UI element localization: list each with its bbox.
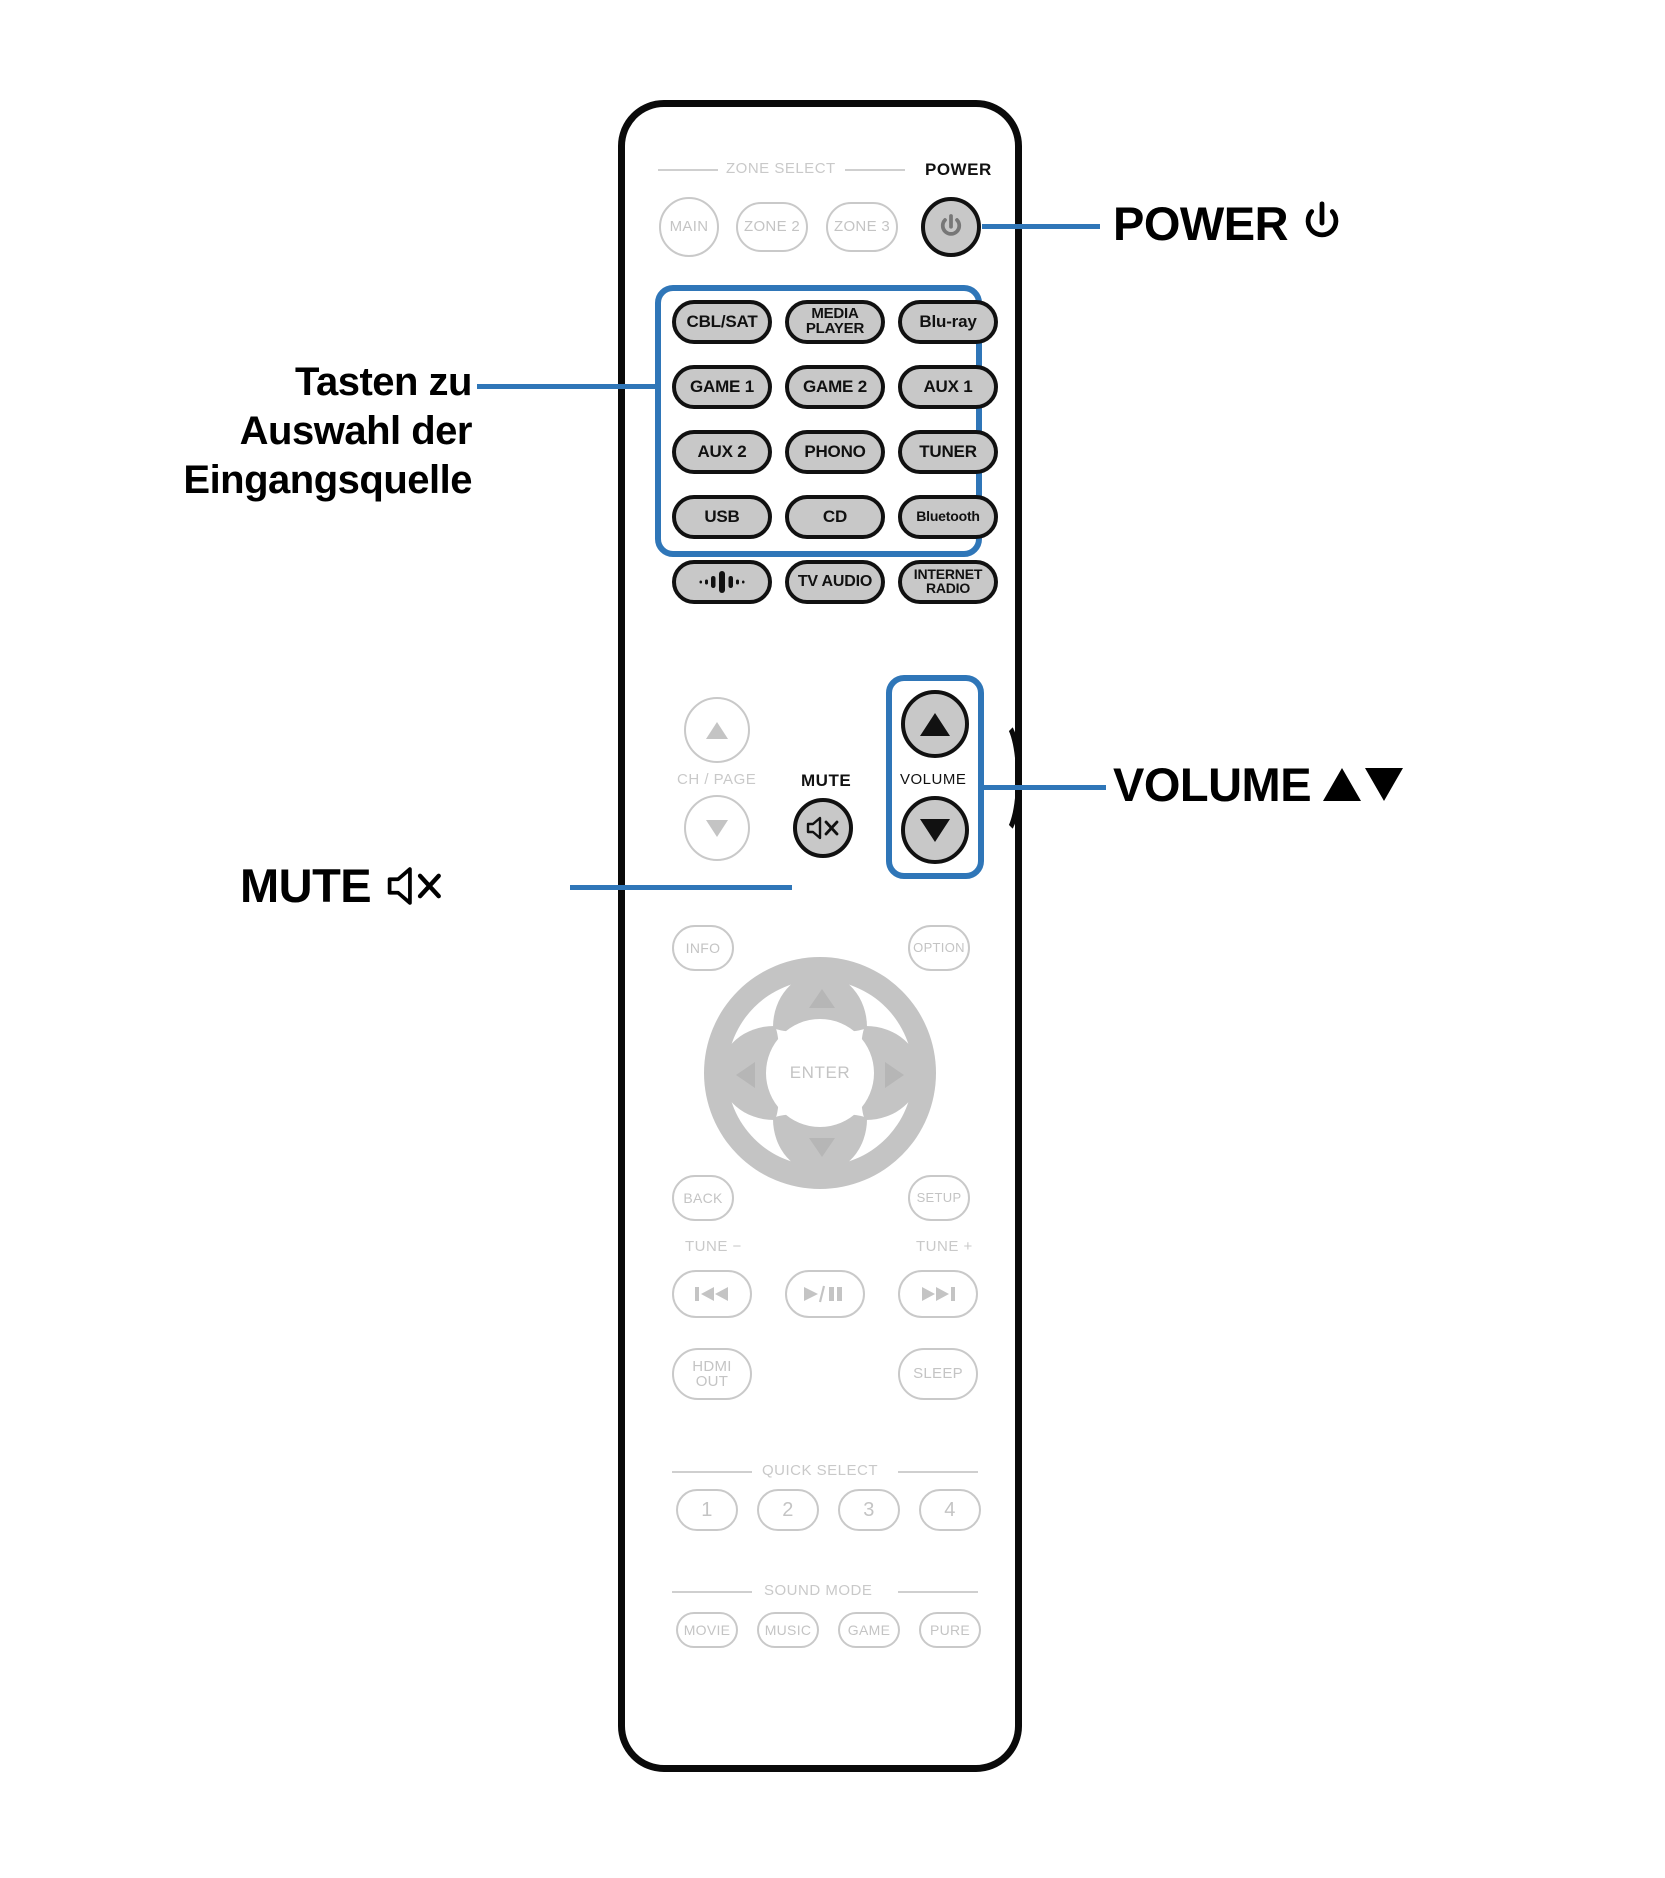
- source-button-internet-radio[interactable]: INTERNET RADIO: [898, 560, 998, 604]
- volume-callout-text: VOLUME: [1113, 758, 1312, 811]
- back-button[interactable]: BACK: [672, 1175, 734, 1221]
- quick-select-rule-right: [898, 1471, 978, 1473]
- cursor-right-icon: [885, 1062, 904, 1088]
- triangle-down-icon: [1365, 768, 1404, 801]
- source-select-callout-line: [477, 384, 657, 389]
- volume-callout-label: VOLUME: [1113, 757, 1404, 812]
- source-button-heos[interactable]: [672, 560, 772, 604]
- power-button[interactable]: [921, 197, 981, 257]
- navigation-dpad[interactable]: ENTER: [704, 957, 936, 1189]
- power-callout-text: POWER: [1113, 197, 1289, 250]
- source-button-media-player[interactable]: MEDIA PLAYER: [785, 300, 885, 344]
- skip-next-icon: [922, 1287, 955, 1301]
- volume-highlight-box: [886, 675, 984, 879]
- remote-body-bulge: [1008, 718, 1034, 838]
- skip-previous-button[interactable]: [672, 1270, 752, 1318]
- source-button-cbl-sat[interactable]: CBL/SAT: [672, 300, 772, 344]
- play-pause-button[interactable]: [785, 1270, 865, 1318]
- zone-button-2[interactable]: ZONE 2: [736, 202, 808, 252]
- ch-page-down-button[interactable]: [684, 795, 750, 861]
- tune-minus-label: TUNE −: [685, 1238, 742, 1255]
- volume-down-button[interactable]: [901, 796, 969, 864]
- triangle-down-icon: [706, 819, 728, 837]
- sound-mode-rule-right: [898, 1591, 978, 1593]
- skip-next-button[interactable]: [898, 1270, 978, 1318]
- source-button-aux-2[interactable]: AUX 2: [672, 430, 772, 474]
- source-button-aux-1[interactable]: AUX 1: [898, 365, 998, 409]
- mute-icon: [806, 816, 839, 840]
- ch-page-label: CH / PAGE: [677, 771, 757, 788]
- sound-mode-rule-left: [672, 1591, 752, 1593]
- power-callout-label: POWER: [1113, 196, 1344, 251]
- sound-mode-label: SOUND MODE: [764, 1582, 873, 1599]
- info-button[interactable]: INFO: [672, 925, 734, 971]
- setup-button[interactable]: SETUP: [908, 1175, 970, 1221]
- skip-previous-icon: [695, 1287, 728, 1301]
- mute-button[interactable]: [793, 798, 853, 858]
- triangle-up-icon: [1323, 768, 1362, 801]
- source-button-tv-audio[interactable]: TV AUDIO: [785, 560, 885, 604]
- source-button-game-2[interactable]: GAME 2: [785, 365, 885, 409]
- power-icon: [1305, 200, 1339, 237]
- source-button-tuner[interactable]: TUNER: [898, 430, 998, 474]
- hdmi-out-button[interactable]: HDMI OUT: [672, 1348, 752, 1400]
- power-icon: [940, 214, 962, 236]
- mute-callout-text: MUTE: [240, 859, 372, 912]
- quick-select-button-3[interactable]: 3: [838, 1489, 900, 1531]
- enter-button[interactable]: ENTER: [766, 1019, 874, 1127]
- sound-mode-button-pure[interactable]: PURE: [919, 1612, 981, 1648]
- volume-callout-line: [984, 785, 1106, 790]
- sleep-button[interactable]: SLEEP: [898, 1348, 978, 1400]
- source-select-highlight-box: [655, 285, 982, 557]
- sound-mode-button-game[interactable]: GAME: [838, 1612, 900, 1648]
- cursor-left-icon: [736, 1062, 755, 1088]
- sound-mode-button-movie[interactable]: MOVIE: [676, 1612, 738, 1648]
- volume-up-button[interactable]: [901, 690, 969, 758]
- mute-callout-line: [570, 885, 792, 890]
- tune-plus-label: TUNE +: [916, 1238, 973, 1255]
- quick-select-button-4[interactable]: 4: [919, 1489, 981, 1531]
- option-button[interactable]: OPTION: [908, 925, 970, 971]
- power-callout-line: [982, 224, 1100, 229]
- source-button-cd[interactable]: CD: [785, 495, 885, 539]
- quick-select-label: QUICK SELECT: [762, 1462, 879, 1479]
- mute-callout-label: MUTE: [240, 858, 447, 913]
- source-button-usb[interactable]: USB: [672, 495, 772, 539]
- triangle-up-icon: [920, 712, 950, 736]
- mute-icon: [387, 866, 442, 905]
- zone-button-main[interactable]: MAIN: [659, 197, 719, 257]
- triangle-up-icon: [706, 721, 728, 739]
- play-pause-icon: [804, 1285, 842, 1303]
- quick-select-button-2[interactable]: 2: [757, 1489, 819, 1531]
- zone-select-rule-right: [845, 169, 905, 171]
- cursor-down-icon: [809, 1138, 835, 1157]
- zone-select-label: ZONE SELECT: [726, 160, 836, 177]
- source-button-game-1[interactable]: GAME 1: [672, 365, 772, 409]
- sound-mode-button-music[interactable]: MUSIC: [757, 1612, 819, 1648]
- mute-label: MUTE: [801, 771, 852, 790]
- heos-icon: [699, 571, 745, 593]
- zone-select-rule-left: [658, 169, 718, 171]
- volume-label: VOLUME: [900, 771, 967, 788]
- source-select-callout-label: Tasten zu Auswahl der Eingangsquelle: [183, 360, 472, 502]
- ch-page-up-button[interactable]: [684, 697, 750, 763]
- triangle-down-icon: [920, 818, 950, 842]
- quick-select-rule-left: [672, 1471, 752, 1473]
- source-button-bluetooth[interactable]: Bluetooth: [898, 495, 998, 539]
- cursor-up-icon: [809, 989, 835, 1008]
- quick-select-button-1[interactable]: 1: [676, 1489, 738, 1531]
- source-button-blu-ray[interactable]: Blu-ray: [898, 300, 998, 344]
- source-button-phono[interactable]: PHONO: [785, 430, 885, 474]
- power-label: POWER: [925, 160, 992, 179]
- zone-button-3[interactable]: ZONE 3: [826, 202, 898, 252]
